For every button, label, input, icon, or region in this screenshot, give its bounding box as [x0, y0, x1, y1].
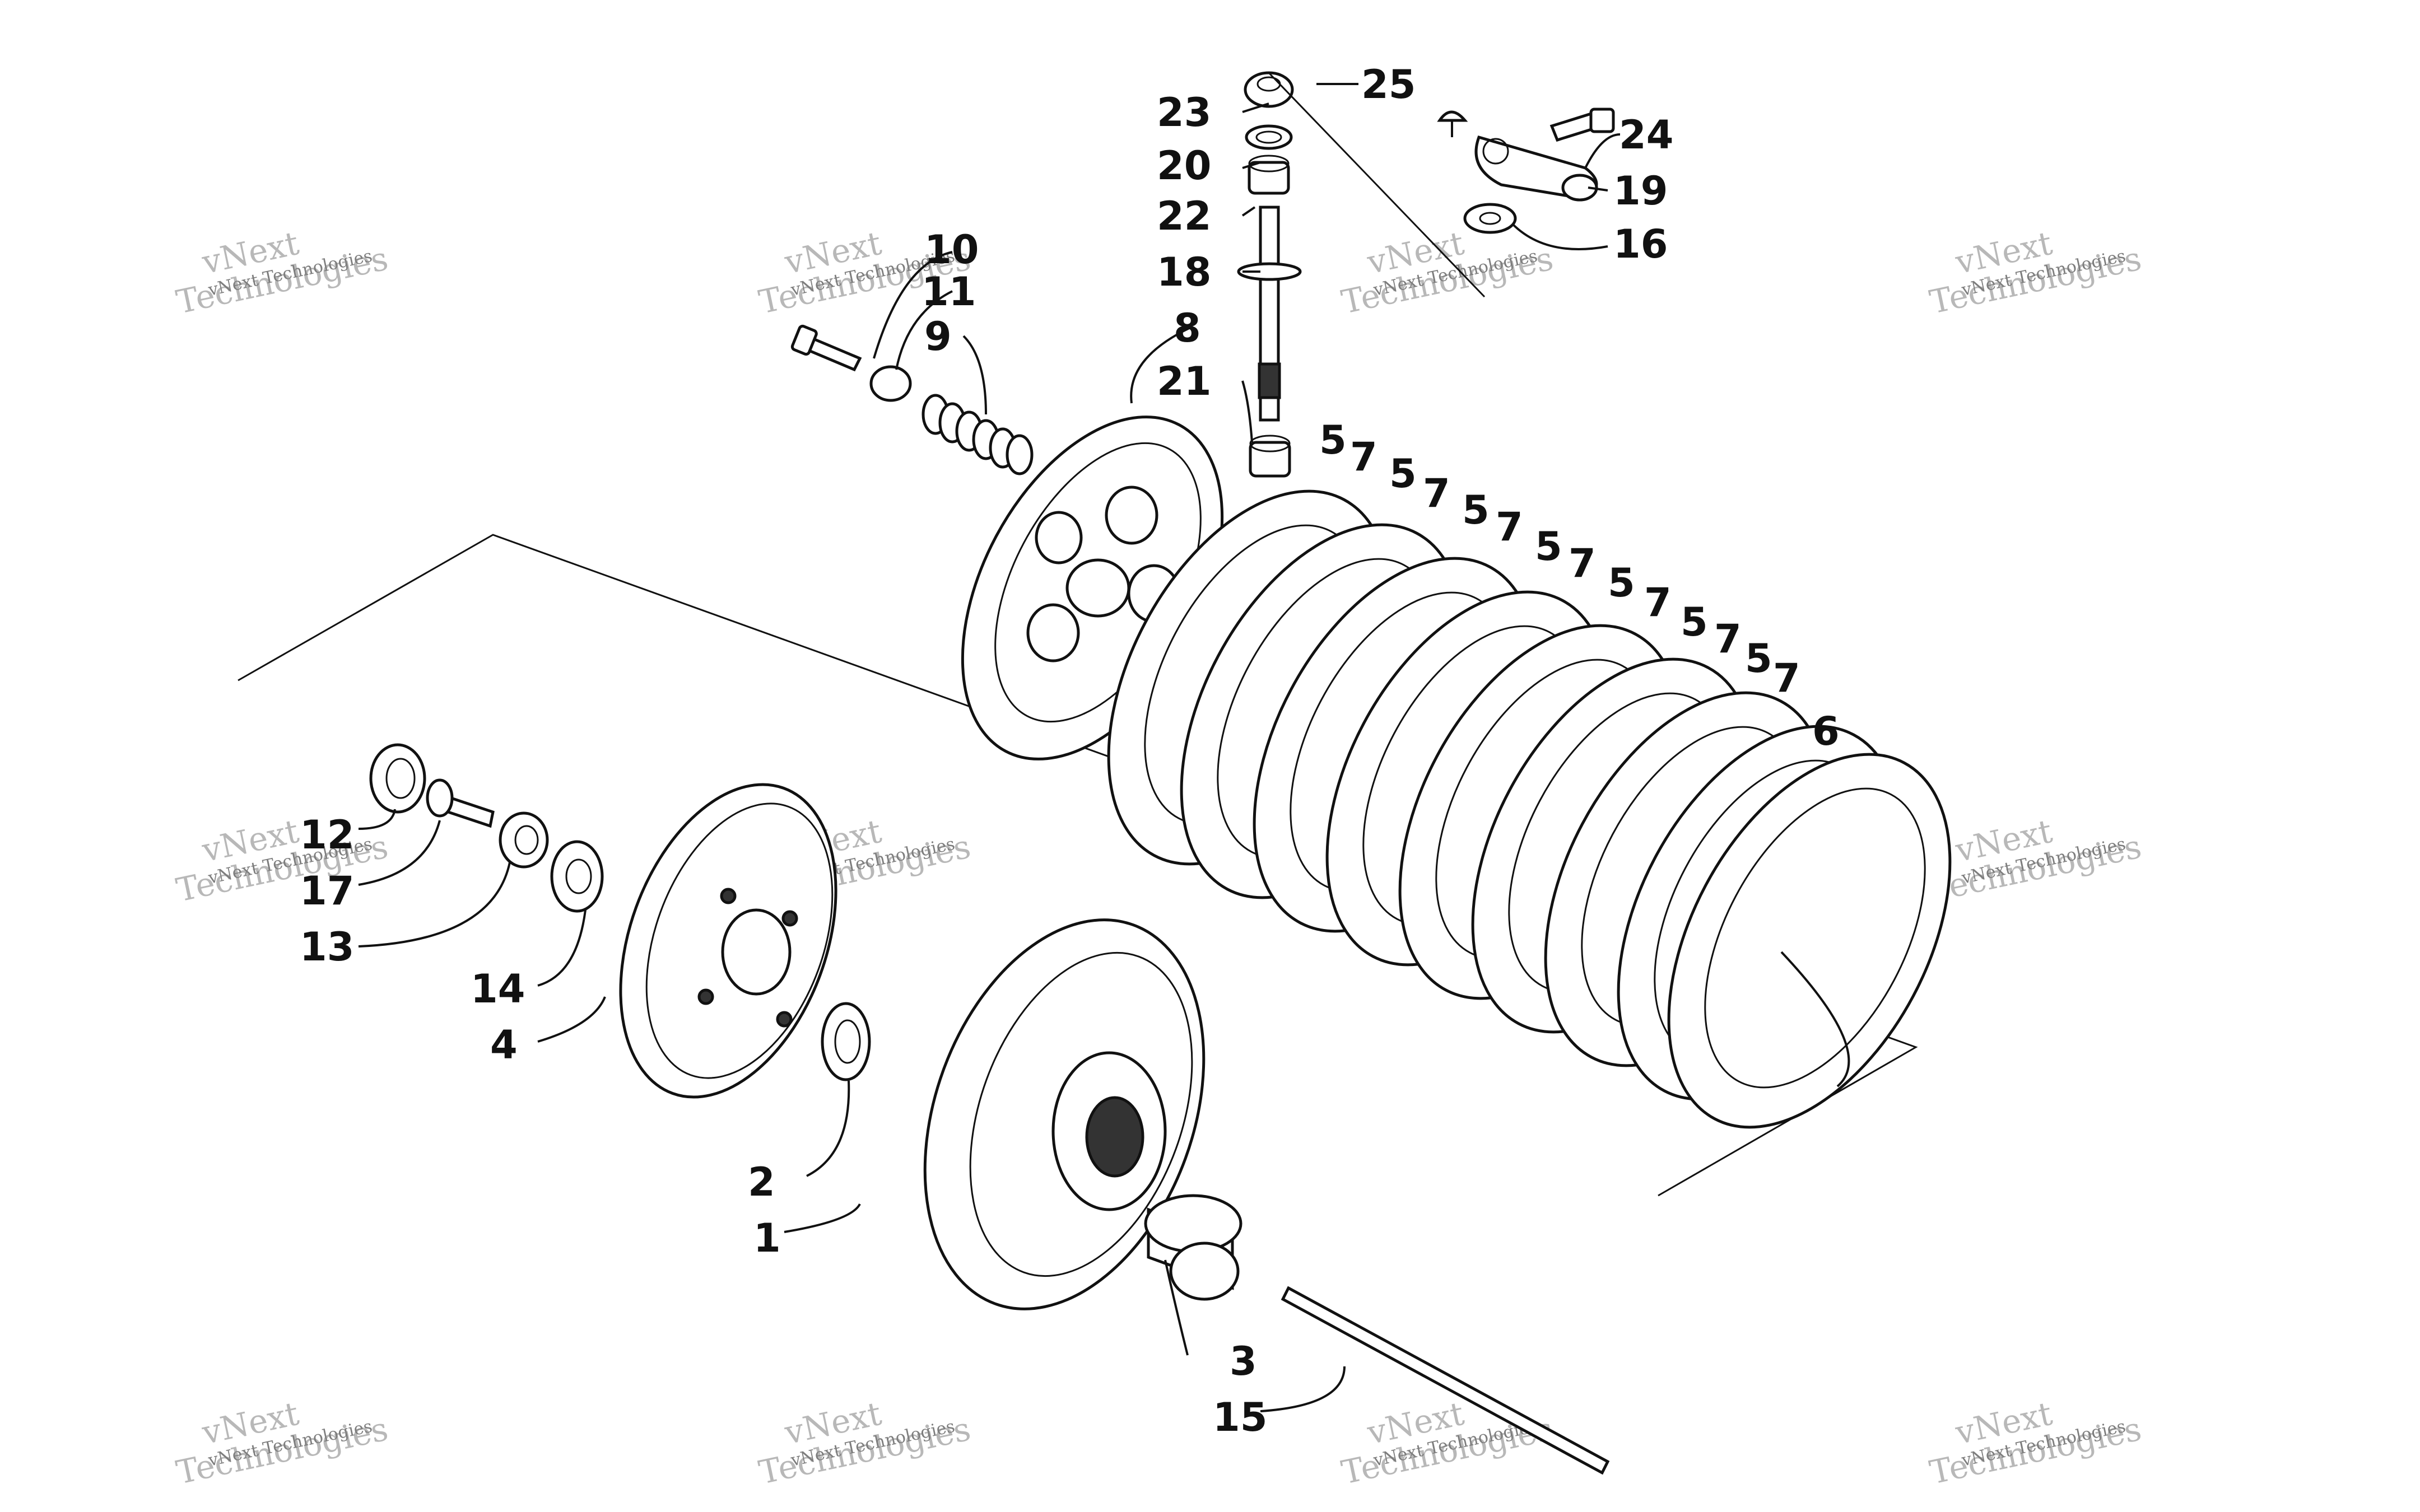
- bearing-22: [1248, 161, 1290, 195]
- collar-11: [869, 365, 912, 402]
- callout-20: 20: [1157, 143, 1211, 189]
- callout-14: 14: [471, 966, 525, 1012]
- watermark: vNext Technologies vNext Technologies: [1926, 1394, 2145, 1492]
- callout-5: 5: [1319, 417, 1347, 463]
- callout-7: 7: [1569, 540, 1596, 586]
- bearing-21: [1249, 441, 1291, 478]
- callout-25: 25: [1361, 62, 1416, 108]
- callout-5: 5: [1462, 487, 1490, 533]
- callout-9: 9: [924, 314, 952, 360]
- callout-5: 5: [1681, 599, 1708, 645]
- callout-24: 24: [1619, 112, 1673, 158]
- callout-10: 10: [924, 227, 979, 273]
- callout-16: 16: [1613, 221, 1668, 267]
- sleeve-and-pushrod: [1144, 1194, 1610, 1475]
- washer-16: [1463, 203, 1517, 234]
- watermark: vNext Technologies vNext Technologies: [173, 224, 392, 321]
- callout-7: 7: [1423, 470, 1450, 516]
- nut-13: [499, 811, 549, 869]
- callout-7: 7: [1496, 504, 1523, 550]
- watermark: vNext Technologies vNext Technologies: [173, 1394, 392, 1492]
- callout-7: 7: [1644, 580, 1672, 626]
- spring-bolt-group: [790, 324, 1034, 475]
- callout-7: 7: [1773, 655, 1800, 701]
- plate-callouts: 5 5 5 5 5 5 5 7 7 7 7 7 7 7: [1319, 417, 1800, 701]
- leader-lines: [358, 83, 1850, 1412]
- release-lever-assembly: [1268, 72, 1615, 298]
- callout-7: 7: [1714, 616, 1742, 662]
- washer-2: [821, 1002, 871, 1081]
- watermark: vNext Technologies vNext Technologies: [756, 1394, 974, 1492]
- watermark: vNext Technologies vNext Technologies: [1926, 224, 2145, 321]
- watermark: vNext Technologies vNext Technologies: [1338, 224, 1557, 321]
- callout-13: 13: [300, 924, 354, 970]
- callout-5: 5: [1535, 524, 1562, 570]
- clutch-hub-4: [619, 783, 837, 1099]
- release-shaft-assembly: [1237, 71, 1302, 478]
- callout-8: 8: [1174, 305, 1201, 351]
- watermark: vNext Technologies vNext Technologies: [1338, 1394, 1557, 1492]
- clutch-plate-stack: [1107, 489, 1952, 1129]
- callout-7: 7: [1350, 434, 1377, 480]
- callout-17: 17: [300, 868, 354, 914]
- callout-5: 5: [1745, 636, 1772, 682]
- callout-5: 5: [1389, 451, 1417, 497]
- callout-11: 11: [922, 269, 976, 315]
- washer-20: [1245, 124, 1293, 150]
- callout-6: 6: [1812, 708, 1840, 754]
- pushrod-15: [1281, 1286, 1610, 1475]
- washer-14: [550, 840, 604, 913]
- part-callouts: 1 2 3 4 6 8 9 10 11 12 13 14 15 16 17 18…: [300, 62, 1840, 1440]
- callout-23: 23: [1157, 90, 1211, 136]
- callout-21: 21: [1157, 358, 1211, 404]
- plate-6: [1667, 753, 1952, 1129]
- callout-4: 4: [490, 1022, 518, 1068]
- callout-15: 15: [1213, 1394, 1267, 1440]
- callout-12: 12: [300, 812, 354, 858]
- callout-19: 19: [1613, 168, 1668, 214]
- clutch-housing-1: [923, 918, 1206, 1310]
- callout-1: 1: [753, 1215, 781, 1261]
- callout-18: 18: [1157, 249, 1211, 295]
- callout-3: 3: [1230, 1338, 1257, 1384]
- bearing-12: [369, 743, 426, 814]
- screw-25: [1437, 110, 1468, 122]
- callout-22: 22: [1157, 193, 1211, 239]
- callout-5: 5: [1608, 560, 1635, 606]
- watermark: vNext Technologies vNext Technologies: [173, 812, 392, 909]
- spring-9: [922, 394, 1034, 475]
- callout-2: 2: [748, 1159, 775, 1205]
- watermark: vNext Technologies vNext Technologies: [1926, 812, 2145, 909]
- hub-fasteners: [369, 743, 604, 913]
